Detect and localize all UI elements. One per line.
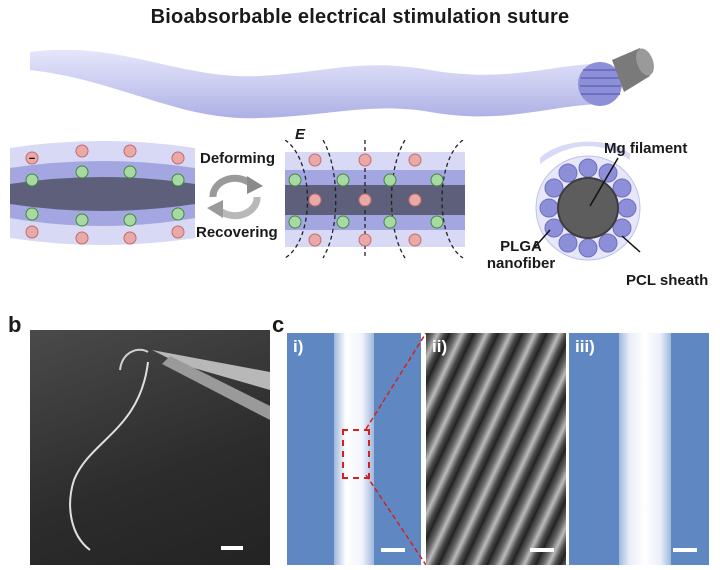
plga-label-line2: nanofiber	[486, 255, 556, 272]
suture-illustration	[30, 48, 654, 119]
micrograph-iii: iii)	[569, 333, 709, 565]
recovering-label: Recovering	[196, 224, 278, 241]
suture-needle-holder-drawing	[69, 348, 270, 551]
micrograph-ii: ii)	[426, 333, 566, 565]
field-symbol: E	[295, 126, 306, 143]
micrograph-i: i)	[287, 333, 421, 565]
panel-c-label: c	[272, 312, 285, 337]
coated-fiber-strand	[619, 333, 671, 565]
plga-label: PLGA nanofiber	[486, 238, 556, 272]
deforming-label: Deforming	[200, 150, 275, 167]
straight-suture-field-diagram	[285, 140, 465, 259]
bent-suture-diagram: −	[10, 141, 195, 245]
plga-label-line1: PLGA	[500, 238, 542, 255]
scale-bar	[381, 548, 405, 552]
sub-label-i: i)	[293, 337, 304, 356]
cross-section-diagram	[533, 141, 641, 261]
scale-bar	[673, 548, 697, 552]
sub-label-ii: ii)	[432, 337, 448, 356]
scale-bar	[221, 546, 243, 550]
sub-label-iii: iii)	[575, 337, 595, 356]
pcl-sheath-label: PCL sheath	[626, 272, 709, 289]
scale-bar	[530, 548, 554, 552]
cycle-arrows-icon	[207, 174, 263, 220]
zoom-box	[342, 429, 370, 479]
fiber-strand	[334, 333, 374, 565]
panel-b-label: b	[8, 312, 22, 337]
mg-filament-label: Mg filament	[604, 140, 688, 157]
suture-photo	[30, 330, 270, 565]
zoom-connector-lines	[365, 333, 427, 565]
minus-charge: −	[29, 153, 35, 165]
figure-title: Bioabsorbable electrical stimulation sut…	[150, 6, 570, 28]
